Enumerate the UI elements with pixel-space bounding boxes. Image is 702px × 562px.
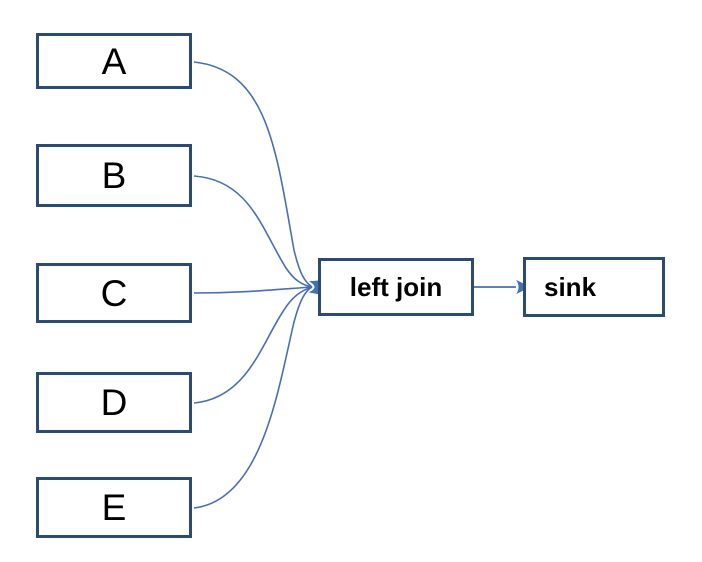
node-left-join-label: left join (349, 272, 443, 302)
node-sink[interactable]: sink (523, 257, 665, 317)
node-d[interactable]: D (36, 372, 192, 433)
edge-c-to-left-join (193, 280, 327, 294)
node-a[interactable]: A (36, 33, 192, 89)
edge-a-to-left-join (193, 61, 324, 296)
node-a-label: A (101, 40, 127, 82)
edge-d-to-left-join (193, 280, 326, 404)
node-b-label: B (101, 155, 127, 196)
node-left-join[interactable]: left join (318, 258, 474, 316)
node-c[interactable]: C (36, 263, 192, 323)
node-sink-label: sink (544, 272, 597, 302)
node-b[interactable]: B (36, 144, 192, 207)
node-d-label: D (100, 382, 128, 423)
edge-e-to-left-join (193, 279, 325, 509)
edge-b-to-left-join (193, 175, 327, 294)
node-e-label: E (101, 487, 127, 528)
node-e[interactable]: E (36, 477, 192, 538)
node-c-label: C (100, 272, 128, 314)
